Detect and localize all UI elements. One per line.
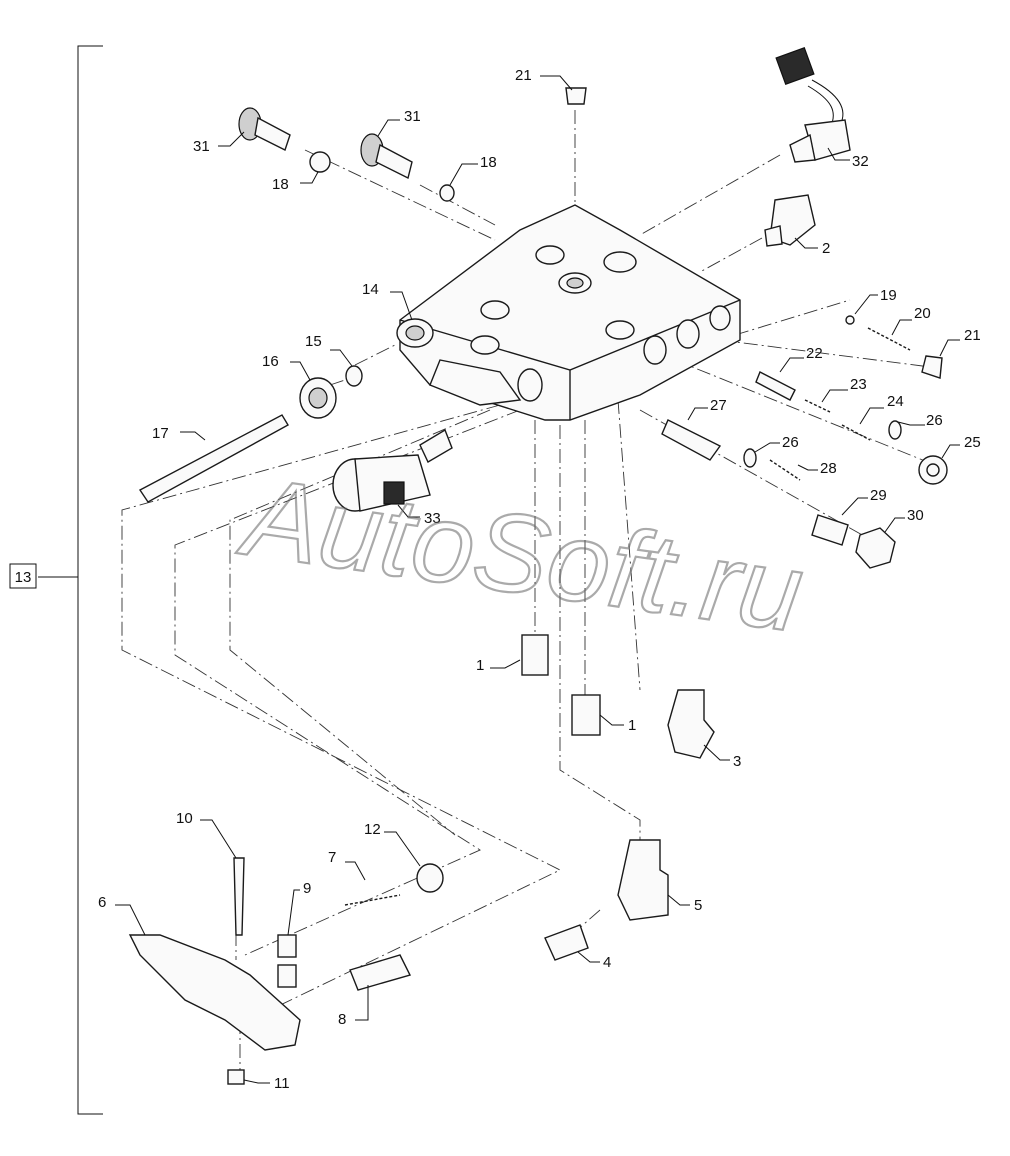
callout-32: 32 [852, 153, 869, 170]
assembly-axes [121, 110, 939, 1075]
callout-12: 12 [364, 821, 381, 838]
callout-labels: 21 31 18 31 18 32 2 14 15 16 17 33 19 20… [98, 67, 981, 1092]
callout-30: 30 [907, 507, 924, 524]
group-bracket: 13 [9, 45, 103, 1115]
callout-16: 16 [262, 353, 279, 370]
callout-26-right: 26 [926, 412, 943, 429]
callout-17: 17 [152, 425, 169, 442]
callout-18-left: 18 [272, 176, 289, 193]
callout-22: 22 [806, 345, 823, 362]
watermark-text: AutoSoft.ru [232, 453, 810, 656]
callout-31-left: 31 [193, 138, 210, 155]
callout-28: 28 [820, 460, 837, 477]
callout-25: 25 [964, 434, 981, 451]
valve-body [396, 204, 741, 421]
group-label: 13 [15, 569, 32, 586]
callout-6: 6 [98, 894, 106, 911]
callout-1-right: 1 [628, 717, 636, 734]
callout-33: 33 [424, 510, 441, 527]
callout-26-left: 26 [782, 434, 799, 451]
callout-27: 27 [710, 397, 727, 414]
callout-14: 14 [362, 281, 379, 298]
callout-8: 8 [338, 1011, 346, 1028]
callout-21-top: 21 [515, 67, 532, 84]
callout-4: 4 [603, 954, 611, 971]
callout-23: 23 [850, 376, 867, 393]
callout-21-right: 21 [964, 327, 981, 344]
callout-3: 3 [733, 753, 741, 770]
callout-10: 10 [176, 810, 193, 827]
callout-24: 24 [887, 393, 904, 410]
callout-20: 20 [914, 305, 931, 322]
callout-1-left: 1 [476, 657, 484, 674]
callout-11: 11 [274, 1075, 290, 1092]
leader-lines [115, 75, 960, 1084]
callout-31-mid: 31 [404, 108, 421, 125]
callout-9: 9 [303, 880, 311, 897]
callout-29: 29 [870, 487, 887, 504]
callout-15: 15 [305, 333, 322, 350]
callout-2: 2 [822, 240, 830, 257]
callout-5: 5 [694, 897, 702, 914]
callout-7: 7 [328, 849, 336, 866]
callout-19: 19 [880, 287, 897, 304]
callout-18-mid: 18 [480, 154, 497, 171]
